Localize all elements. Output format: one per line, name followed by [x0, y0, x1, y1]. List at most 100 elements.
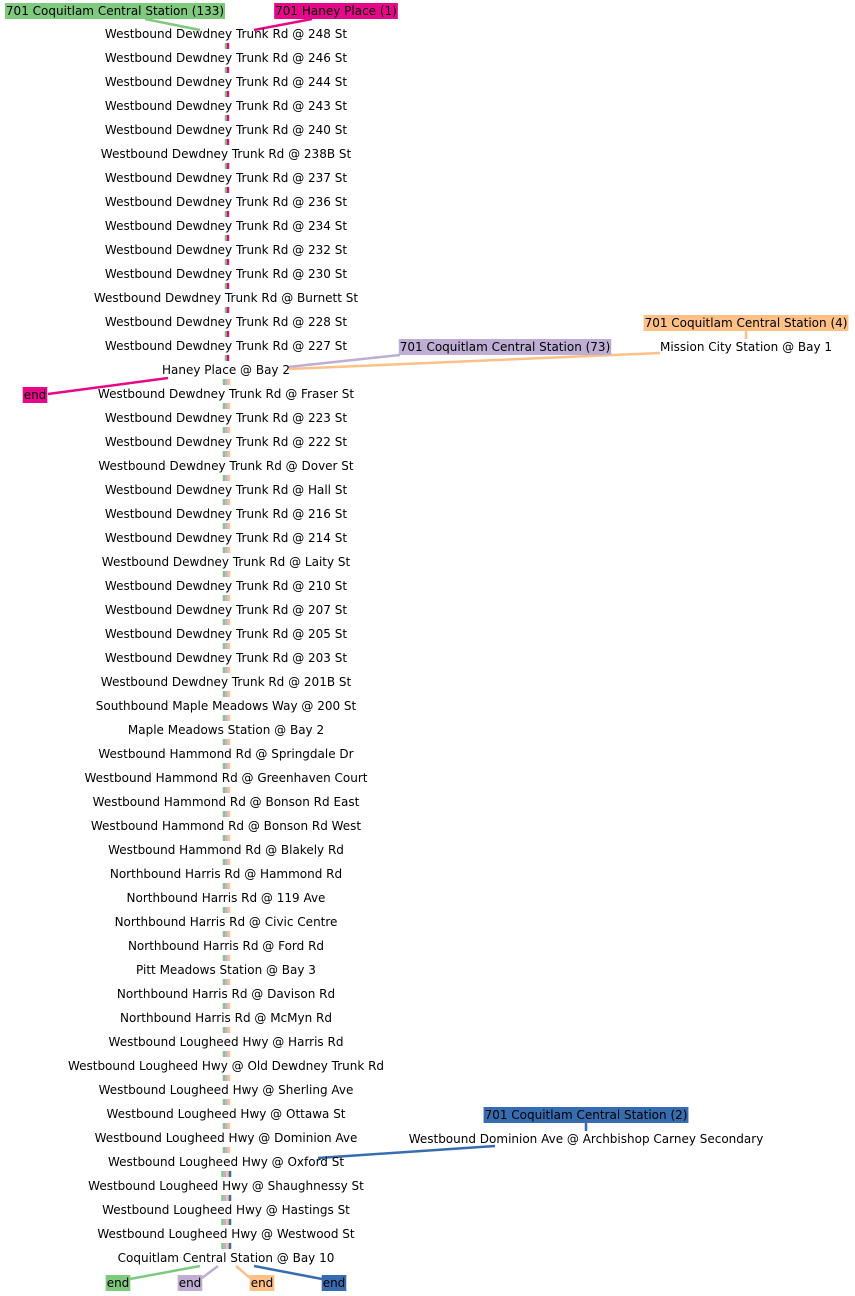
stop-label-text: Northbound Harris Rd @ 119 Ave — [127, 891, 326, 905]
route-label-blue: 701 Coquitlam Central Station (2) — [483, 1107, 689, 1123]
stop-label-text: Northbound Harris Rd @ Hammond Rd — [110, 867, 342, 881]
stop-label-branch-text: Westbound Dominion Ave @ Archbishop Carn… — [409, 1132, 764, 1146]
route-label-green-text: 701 Coquitlam Central Station (133) — [6, 4, 224, 18]
stop-label-text: Westbound Lougheed Hwy @ Dominion Ave — [95, 1131, 358, 1145]
label-layer: 701 Coquitlam Central Station (133) 701 H… — [4, 3, 849, 1291]
stop-label: Northbound Harris Rd @ 119 Ave — [127, 891, 326, 905]
stop-label-branch: Westbound Dominion Ave @ Archbishop Carn… — [409, 1132, 764, 1146]
stop-label-text: Westbound Dewdney Trunk Rd @ 244 St — [105, 75, 347, 89]
stop-label-text: Northbound Harris Rd @ Civic Centre — [115, 915, 338, 929]
stop-label-text: Westbound Lougheed Hwy @ Shaughnessy St — [88, 1179, 364, 1193]
end-label-blue-text: end — [323, 1276, 346, 1290]
origin-connector-magenta — [253, 17, 313, 32]
end-connector-green — [129, 1264, 201, 1281]
end-label-green: end — [105, 1275, 131, 1291]
stop-label-text: Westbound Dewdney Trunk Rd @ 205 St — [105, 627, 347, 641]
stop-label-text: Westbound Dewdney Trunk Rd @ Fraser St — [98, 387, 354, 401]
stop-label-text: Coquitlam Central Station @ Bay 10 — [118, 1251, 335, 1265]
stop-label-text: Westbound Dewdney Trunk Rd @ Hall St — [105, 483, 348, 497]
stop-label-text: Westbound Dewdney Trunk Rd @ 222 St — [105, 435, 347, 449]
stop-label-text: Westbound Hammond Rd @ Blakely Rd — [108, 843, 344, 857]
stop-label: Westbound Lougheed Hwy @ Oxford St — [108, 1155, 344, 1169]
stop-label-text: Pitt Meadows Station @ Bay 3 — [136, 963, 316, 977]
origin-connector-green — [144, 17, 201, 32]
stop-label: Northbound Harris Rd @ Davison Rd — [117, 987, 335, 1001]
stop-label: Westbound Dewdney Trunk Rd @ Hall St — [105, 483, 348, 497]
stop-label-text: Westbound Dewdney Trunk Rd @ 207 St — [105, 603, 347, 617]
stop-label: Westbound Dewdney Trunk Rd @ 244 St — [105, 75, 347, 89]
route-label-blue-text: 701 Coquitlam Central Station (2) — [485, 1108, 688, 1122]
stop-label-branch: Mission City Station @ Bay 1 — [660, 340, 832, 354]
stop-label-text: Westbound Dewdney Trunk Rd @ 236 St — [105, 195, 347, 209]
stop-label-text: Westbound Dewdney Trunk Rd @ 248 St — [105, 27, 347, 41]
stop-label: Haney Place @ Bay 2 — [162, 363, 290, 377]
stop-label: Westbound Dewdney Trunk Rd @ Fraser St — [98, 387, 354, 401]
stop-label-text: Haney Place @ Bay 2 — [162, 363, 290, 377]
end-label-green-text: end — [107, 1276, 130, 1290]
stop-label: Westbound Hammond Rd @ Greenhaven Court — [85, 771, 368, 785]
stop-label-text: Westbound Dewdney Trunk Rd @ 246 St — [105, 51, 347, 65]
route-label-magenta: 701 Haney Place (1) — [274, 3, 398, 19]
stop-label-branch-text: Mission City Station @ Bay 1 — [660, 340, 832, 354]
end-label-orange-text: end — [251, 1276, 274, 1290]
route-label-magenta-text: 701 Haney Place (1) — [275, 4, 397, 18]
stop-label-text: Westbound Dewdney Trunk Rd @ 223 St — [105, 411, 347, 425]
stop-label: Westbound Lougheed Hwy @ Westwood St — [97, 1227, 355, 1241]
stop-label: Westbound Hammond Rd @ Bonson Rd West — [91, 819, 362, 833]
stop-label: Westbound Dewdney Trunk Rd @ 201B St — [101, 675, 352, 689]
stop-label: Westbound Dewdney Trunk Rd @ 205 St — [105, 627, 347, 641]
stop-label-text: Westbound Dewdney Trunk Rd @ 216 St — [105, 507, 347, 521]
end-connector-purple — [201, 1265, 219, 1279]
route-label-orange-background — [643, 315, 849, 331]
route-label-green: 701 Coquitlam Central Station (133) — [4, 3, 226, 19]
connector-layer — [47, 17, 748, 1281]
stop-label: Northbound Harris Rd @ Hammond Rd — [110, 867, 342, 881]
stop-label-text: Westbound Dewdney Trunk Rd @ 243 St — [105, 99, 347, 113]
stop-label: Westbound Dewdney Trunk Rd @ 243 St — [105, 99, 347, 113]
stop-label: Westbound Dewdney Trunk Rd @ 230 St — [105, 267, 347, 281]
stop-label: Westbound Dewdney Trunk Rd @ 240 St — [105, 123, 347, 137]
stop-label: Westbound Lougheed Hwy @ Sherling Ave — [99, 1083, 354, 1097]
stop-label: Westbound Dewdney Trunk Rd @ Burnett St — [94, 291, 359, 305]
stop-label: Westbound Dewdney Trunk Rd @ Laity St — [102, 555, 351, 569]
stop-label: Westbound Dewdney Trunk Rd @ 234 St — [105, 219, 347, 233]
end-label-orange: end — [249, 1275, 275, 1291]
end-label-magenta: end — [22, 387, 48, 403]
stop-label: Westbound Lougheed Hwy @ Dominion Ave — [95, 1131, 358, 1145]
stop-label: Coquitlam Central Station @ Bay 10 — [118, 1251, 335, 1265]
stop-label-text: Westbound Hammond Rd @ Bonson Rd East — [93, 795, 360, 809]
end-label-orange-background — [249, 1275, 275, 1291]
route-label-green-background — [4, 3, 226, 19]
stop-label-text: Westbound Dewdney Trunk Rd @ 228 St — [105, 315, 347, 329]
stop-label-text: Westbound Dewdney Trunk Rd @ 201B St — [101, 675, 352, 689]
stop-label-text: Westbound Dewdney Trunk Rd @ 203 St — [105, 651, 347, 665]
stop-label-text: Westbound Lougheed Hwy @ Oxford St — [108, 1155, 344, 1169]
stop-label: Westbound Dewdney Trunk Rd @ 248 St — [105, 27, 347, 41]
stop-label: Westbound Dewdney Trunk Rd @ 223 St — [105, 411, 347, 425]
stop-label: Northbound Harris Rd @ Ford Rd — [128, 939, 324, 953]
route-label-purple-text: 701 Coquitlam Central Station (73) — [400, 340, 611, 354]
stop-label: Westbound Dewdney Trunk Rd @ 232 St — [105, 243, 347, 257]
origin-connector-purple — [287, 353, 401, 369]
stop-label: Southbound Maple Meadows Way @ 200 St — [96, 699, 357, 713]
stop-label-text: Westbound Dewdney Trunk Rd @ 230 St — [105, 267, 347, 281]
stop-label-text: Westbound Dewdney Trunk Rd @ 238B St — [101, 147, 352, 161]
stop-label: Westbound Dewdney Trunk Rd @ 238B St — [101, 147, 352, 161]
stop-label-text: Westbound Dewdney Trunk Rd @ 227 St — [105, 339, 347, 353]
stop-label: Westbound Hammond Rd @ Springdale Dr — [98, 747, 353, 761]
stop-label: Westbound Dewdney Trunk Rd @ 246 St — [105, 51, 347, 65]
stop-label: Westbound Dewdney Trunk Rd @ 207 St — [105, 603, 347, 617]
stop-label-text: Westbound Dewdney Trunk Rd @ 237 St — [105, 171, 347, 185]
stop-label-text: Westbound Dewdney Trunk Rd @ 232 St — [105, 243, 347, 257]
stop-label-text: Westbound Lougheed Hwy @ Sherling Ave — [99, 1083, 354, 1097]
end-label-blue: end — [321, 1275, 347, 1291]
end-label-purple-text: end — [179, 1276, 202, 1290]
stop-label: Westbound Dewdney Trunk Rd @ 210 St — [105, 579, 347, 593]
stop-label-text: Northbound Harris Rd @ McMyn Rd — [120, 1011, 332, 1025]
end-label-green-background — [105, 1275, 131, 1291]
stop-label-text: Maple Meadows Station @ Bay 2 — [128, 723, 324, 737]
stop-label: Maple Meadows Station @ Bay 2 — [128, 723, 324, 737]
route-label-magenta-background — [274, 3, 398, 19]
route-label-purple-background — [398, 339, 612, 355]
